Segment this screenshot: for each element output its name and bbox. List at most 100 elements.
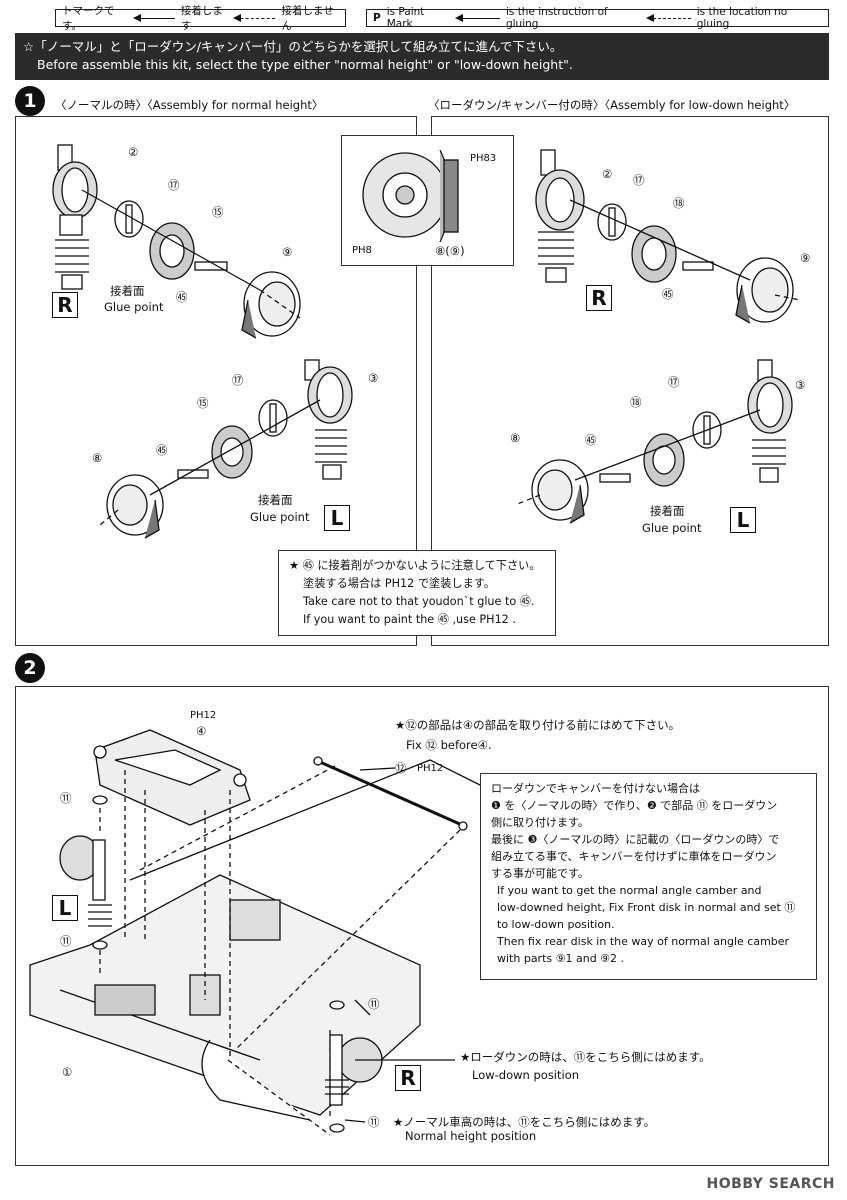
part-11-label: ⑪ xyxy=(368,1115,380,1129)
legend-en-paint: is Paint Mark xyxy=(386,6,425,30)
step1-left-caption: 〈ノーマルの時〉〈Assembly for normal height〉 xyxy=(55,98,324,112)
side-r-label: R xyxy=(586,285,612,311)
part-label: ⑰ xyxy=(633,173,645,187)
tie-rod-12-drawing xyxy=(313,756,468,831)
note-line: ★ ㊺ に接着剤がつかないように注意して下さい。 xyxy=(289,559,541,572)
part-label: ⑨ xyxy=(282,245,293,259)
part-label: ㊺ xyxy=(585,433,597,447)
side-r-label: R xyxy=(52,292,78,318)
legend-en-noglue: is the location no gluing. xyxy=(696,6,788,30)
part-label: ② xyxy=(128,145,139,159)
part-label: ㊺ xyxy=(662,287,674,301)
part-11-label: ⑪ xyxy=(60,791,72,805)
glue-point-en: Glue point xyxy=(104,300,164,314)
normal-en: Normal height position xyxy=(405,1129,537,1143)
note-line: to low-down position. xyxy=(497,918,615,931)
inset-parts-label: ⑧(⑨) xyxy=(435,244,465,258)
knuckle-15-left-top xyxy=(149,222,195,280)
strut-left-r-drawing xyxy=(52,144,98,290)
part-label: ⑰ xyxy=(232,373,244,387)
note-line: 最後に ❸〈ノーマルの時〉に記載の〈ローダウンの時〉で xyxy=(491,833,780,846)
step1-badge: 1 xyxy=(15,86,45,116)
knuckle-18-right-bottom xyxy=(643,433,685,487)
note-line: 側に取り付けます。 xyxy=(491,816,589,829)
note-line: low-downed height, Fix Front disk in nor… xyxy=(497,901,796,914)
note-line: If you want to paint the ㊺ ,use PH12 . xyxy=(303,613,516,626)
glue-arrow-icon xyxy=(455,13,500,22)
step2-lowdown-note: ローダウンでキャンバーを付けない場合は ❶ を〈ノーマルの時〉で作り、❷ で部品… xyxy=(480,773,817,980)
note-line: する事が可能です。 xyxy=(491,867,589,880)
legend-en-glue: is the instruction of gluing. xyxy=(505,6,608,30)
part-label: ② xyxy=(602,167,613,181)
knuckle-18-right-top xyxy=(631,225,677,283)
note-line: ❶ を〈ノーマルの時〉で作り、❷ で部品 ⑪ をローダウン xyxy=(491,799,778,812)
step1-glue-note: ★ ㊺ に接着剤がつかないように注意して下さい。 塗装する場合は PH12 で塗… xyxy=(278,550,556,636)
note-line: If you want to get the normal angle camb… xyxy=(497,884,762,897)
part-label: ⑱ xyxy=(630,395,642,409)
part-label: ⑰ xyxy=(168,178,180,192)
part-4-label: ④ xyxy=(196,724,207,738)
side-l-label: L xyxy=(324,505,350,531)
part-label: ⑮ xyxy=(212,205,224,219)
part-12-paint: PH12 xyxy=(417,763,444,774)
disc-17-left-bottom xyxy=(258,399,288,437)
knuckle-15-left-bottom xyxy=(211,425,253,479)
glue-point-jp: 接着面 xyxy=(110,284,145,298)
legend-jp-glue: 接着します xyxy=(180,5,223,32)
pin-45-right-bottom xyxy=(599,473,631,483)
part-label: ⑧ xyxy=(510,431,521,445)
legend-jp-prefix: トマークです。 xyxy=(62,5,115,32)
step1-right-caption: 〈ローダウン/キャンバー付の時〉〈Assembly for low-down h… xyxy=(428,98,796,112)
disc-17-right-top xyxy=(597,203,627,241)
note-line: Then fix rear disk in the way of normal … xyxy=(497,935,790,948)
hub-8-right-bottom xyxy=(531,459,589,524)
pin-45-left-bottom xyxy=(177,469,209,479)
legend-jp: トマークです。 接着します 接着しません xyxy=(55,5,346,32)
banner-jp: ☆「ノーマル」と「ローダウン/キャンバー付」のどちらかを選択して組み立てに進んで… xyxy=(23,39,563,54)
lowdown-jp: ★ローダウンの時は、⑪をこちら側にはめます。 xyxy=(460,1050,711,1064)
part-label: ㊺ xyxy=(156,443,168,457)
note-line: 塗装する場合は PH12 で塗装します。 xyxy=(303,577,496,590)
watermark-logo: HOBBY SEARCH xyxy=(706,1176,835,1192)
strut-right-r-drawing xyxy=(535,149,585,283)
side-l-label: L xyxy=(52,895,78,921)
note-line: 組み立てる事で、キャンバーを付けずに車体をローダウン xyxy=(491,850,777,863)
glue-point-en: Glue point xyxy=(642,521,702,535)
part-label: ⑮ xyxy=(197,396,209,410)
note-line: ローダウンでキャンバーを付けない場合は xyxy=(491,782,700,795)
hub-9-right-top xyxy=(735,257,794,324)
glue-point-en: Glue point xyxy=(250,510,310,524)
note-line: with parts ⑨1 and ⑨2 . xyxy=(497,952,625,965)
fix-note-jp: ★⑫の部品は④の部品を取り付ける前にはめて下さい。 xyxy=(395,718,681,732)
step2-top-paint: PH12 xyxy=(190,710,217,721)
part-1-label: ① xyxy=(62,1065,73,1079)
lowdown-en: Low-down position xyxy=(472,1068,580,1082)
hub-8-left-bottom xyxy=(106,474,164,539)
side-l-label: L xyxy=(730,507,756,533)
step2-badge: 2 xyxy=(15,653,45,683)
fix-note-en: Fix ⑫ before④. xyxy=(406,738,492,752)
normal-jp: ★ノーマル車高の時は、⑪をこちら側にはめます。 xyxy=(393,1115,656,1129)
pin-45-right-top xyxy=(682,261,714,271)
part-label: ⑧ xyxy=(92,451,103,465)
disc-17-left-top xyxy=(114,200,144,238)
brace-4-drawing xyxy=(93,729,251,826)
noglue-arrow-icon xyxy=(233,13,276,22)
glue-arrow-icon xyxy=(132,13,175,22)
glue-point-jp: 接着面 xyxy=(258,493,293,507)
brake-disc-inset-drawing xyxy=(362,149,459,243)
banner-en: Before assemble this kit, select the typ… xyxy=(37,57,573,72)
part-11-label: ⑪ xyxy=(368,997,380,1011)
legend-jp-noglue: 接着しません xyxy=(281,5,334,32)
glue-point-jp: 接着面 xyxy=(650,504,685,518)
inset-paint-label: PH8 xyxy=(352,245,372,256)
paint-mark-icon: P xyxy=(373,12,381,24)
inset-paint-label: PH83 xyxy=(470,153,497,164)
side-r-label: R xyxy=(395,1065,421,1091)
part-label: ㊺ xyxy=(176,290,188,304)
part-label: ③ xyxy=(368,371,379,385)
instruction-banner: ☆「ノーマル」と「ローダウン/キャンバー付」のどちらかを選択して組み立てに進んで… xyxy=(15,33,829,80)
legend-en: P is Paint Mark is the instruction of gl… xyxy=(366,6,829,30)
